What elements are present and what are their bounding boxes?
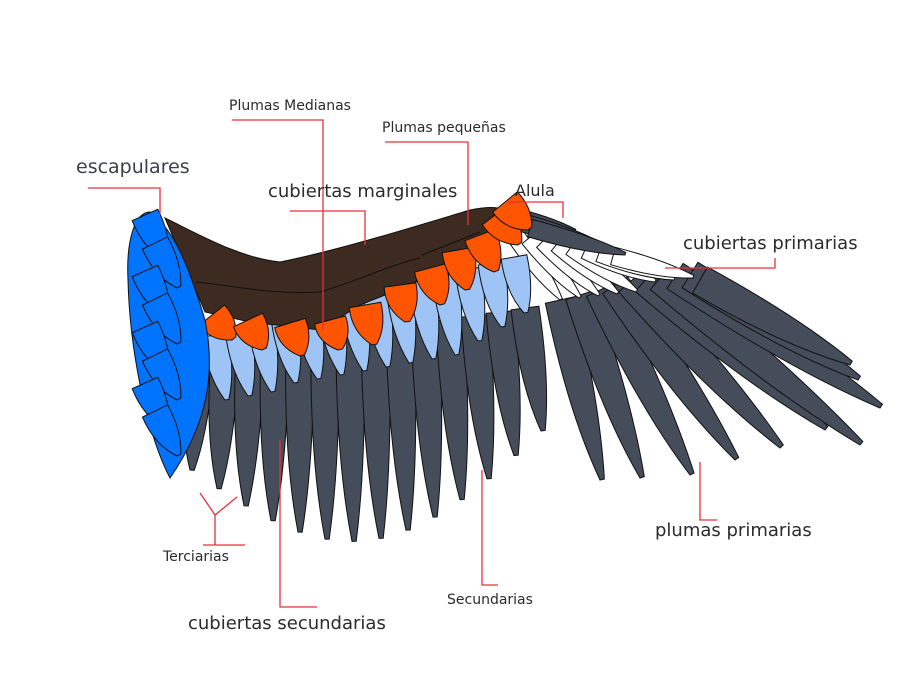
leader-line [385, 141, 469, 225]
label-cubiertas-primarias: cubiertas primarias [683, 233, 858, 254]
leader-line [508, 201, 564, 218]
leader-line [88, 187, 161, 215]
secondary-covert-feather [500, 254, 532, 314]
primary-feathers [544, 261, 884, 481]
leader-line [665, 258, 776, 269]
primary-covert-feather [610, 246, 695, 279]
secondary-feather [510, 305, 548, 432]
label-cubiertas-secundarias: cubiertas secundarias [188, 613, 386, 634]
secondary-feather [485, 310, 521, 457]
label-terciarias: Terciarias [163, 549, 229, 565]
median-covert-feather [441, 246, 477, 291]
median-covert-feather [274, 317, 310, 357]
scapular-feather [141, 404, 182, 457]
scapular-feathers [127, 208, 210, 479]
marginal-line-2 [421, 231, 481, 256]
scapular-feather [141, 236, 182, 289]
median-covert-feather [232, 312, 270, 351]
leader-line [199, 492, 245, 546]
median-covert-feather [383, 282, 418, 323]
label-secundarias: Secundarias [447, 592, 533, 608]
primary-feather [691, 266, 853, 366]
label-cubiertas-marginales: cubiertas marginales [268, 181, 458, 202]
label-plumas-medianas: Plumas Medianas [229, 98, 351, 114]
leader-line [699, 462, 717, 521]
secondary-feathers [182, 305, 548, 542]
label-plumas-pequenas: Plumas pequeñas [382, 120, 506, 136]
median-covert-feather [413, 263, 450, 306]
leader-line [232, 119, 324, 330]
leader-line [481, 470, 498, 586]
leader-line [290, 210, 366, 245]
label-escapulares: escapulares [76, 156, 190, 178]
label-plumas-primarias: plumas primarias [655, 520, 812, 541]
scapular-feather [141, 292, 182, 345]
marginal-line [195, 257, 421, 294]
label-alula: Alula [515, 181, 555, 200]
primary-feather [565, 289, 645, 479]
primary-coverts [506, 229, 695, 301]
median-covert-feather [348, 301, 384, 346]
alula-feather [526, 218, 627, 256]
median-covert-feather [464, 228, 502, 273]
leader-lines [88, 119, 776, 608]
scapular-feather [141, 348, 182, 401]
leader-line [279, 440, 317, 608]
secondary-feather [460, 314, 495, 480]
